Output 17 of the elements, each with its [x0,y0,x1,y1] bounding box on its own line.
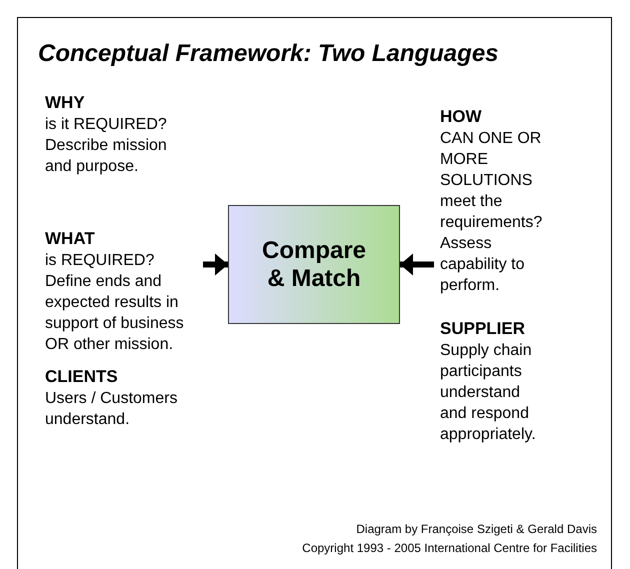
credit-note: Diagram by Françoise Szigeti & Gerald Davis [356,521,597,538]
arrow [400,254,434,276]
arrow [203,254,228,276]
section-heading: WHY [45,92,86,114]
section-heading: HOW [440,106,483,128]
section-heading: SUPPLIER [440,318,526,340]
description-text: Users / Customers understand. [45,389,178,430]
credit-note: Copyright 1993 - 2005 International Centre for Facilities [302,540,597,557]
process-box [228,205,400,324]
description-text: is it REQUIRED? Describe mission and purpose. [45,115,168,177]
description-text: Supply chain participants understand and respond appropriately. [440,341,537,445]
title: Conceptual Framework: Two Languages [38,40,499,68]
section-heading: WHAT [45,228,96,250]
description-text: CAN ONE OR MORE SOLUTIONS meet the requirements? Assess capability to perform. [440,129,544,296]
description-text: is REQUIRED? Define ends and expected results in support of business OR other mission. [45,251,185,355]
box-label: Compare & Match [262,236,366,292]
section-heading: CLIENTS [45,366,119,388]
